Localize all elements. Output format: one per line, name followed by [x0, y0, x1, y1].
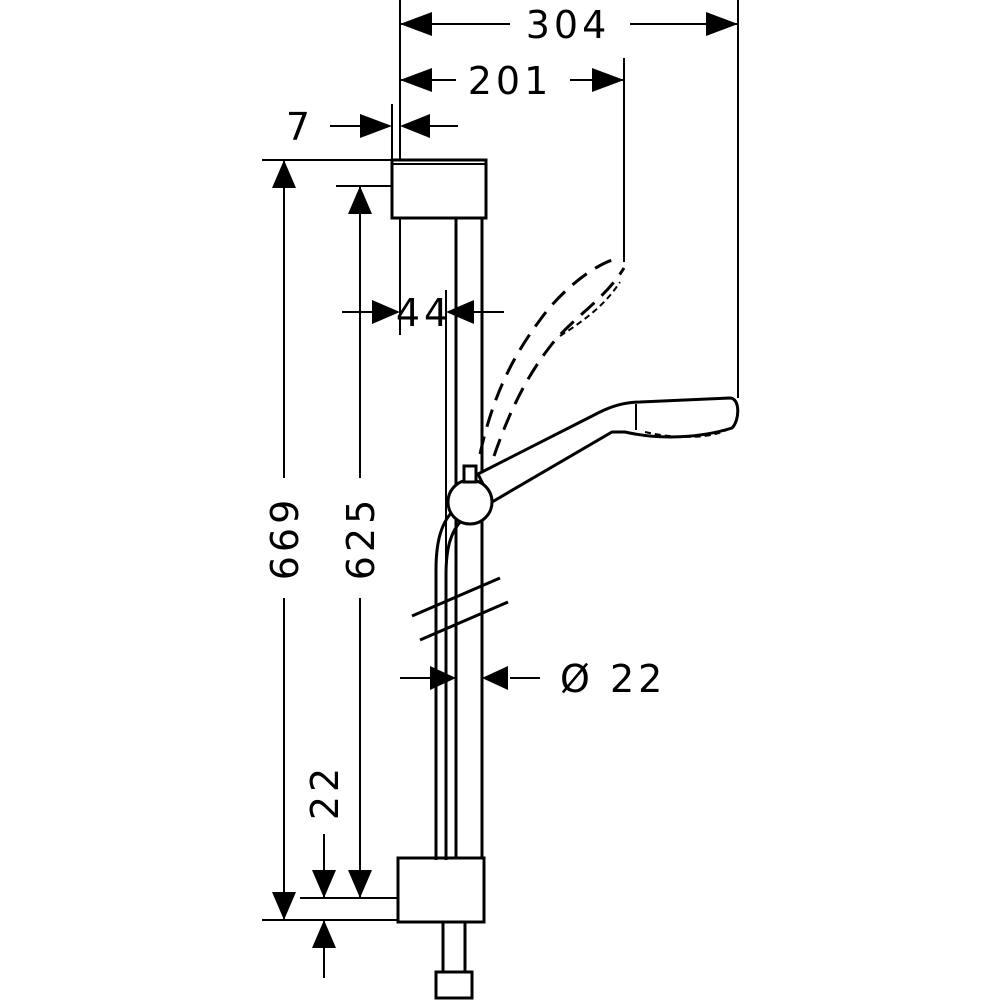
hand-shower	[446, 396, 740, 526]
dimension-label-625: 625	[339, 496, 383, 581]
dimension-overall-width: 304	[399, 0, 739, 398]
hand-shower-alternate-position	[478, 258, 626, 457]
dimension-overall-height: 669	[262, 159, 398, 921]
top-wall-bracket	[390, 158, 488, 220]
shower-holder-knob	[446, 478, 494, 526]
dimension-rail-offset: 44	[342, 218, 504, 860]
dimension-label-7: 7	[286, 105, 314, 149]
dimension-rail-diameter: Ø 22	[400, 657, 666, 701]
shower-hose	[434, 510, 454, 860]
slider-line-2	[419, 600, 509, 642]
dimension-label-diameter-22: Ø 22	[560, 657, 666, 701]
dimension-label-304: 304	[526, 3, 611, 47]
dimension-wall-offset: 7	[286, 104, 458, 160]
slider-line-1	[411, 576, 501, 618]
dimension-label-44: 44	[396, 291, 452, 335]
dimension-rail-height: 625	[300, 185, 398, 899]
dimension-handshower-width: 201	[400, 58, 625, 262]
hose-end	[441, 920, 467, 974]
dimension-label-22-bottom: 22	[303, 764, 347, 820]
dimension-label-669: 669	[263, 496, 307, 581]
dimension-bottom-offset: 22	[303, 764, 347, 978]
dimension-label-201: 201	[468, 59, 553, 103]
shower-rail-assembly	[390, 158, 509, 1000]
bottom-wall-bracket	[396, 856, 486, 924]
hand-shower-handle	[475, 396, 740, 505]
